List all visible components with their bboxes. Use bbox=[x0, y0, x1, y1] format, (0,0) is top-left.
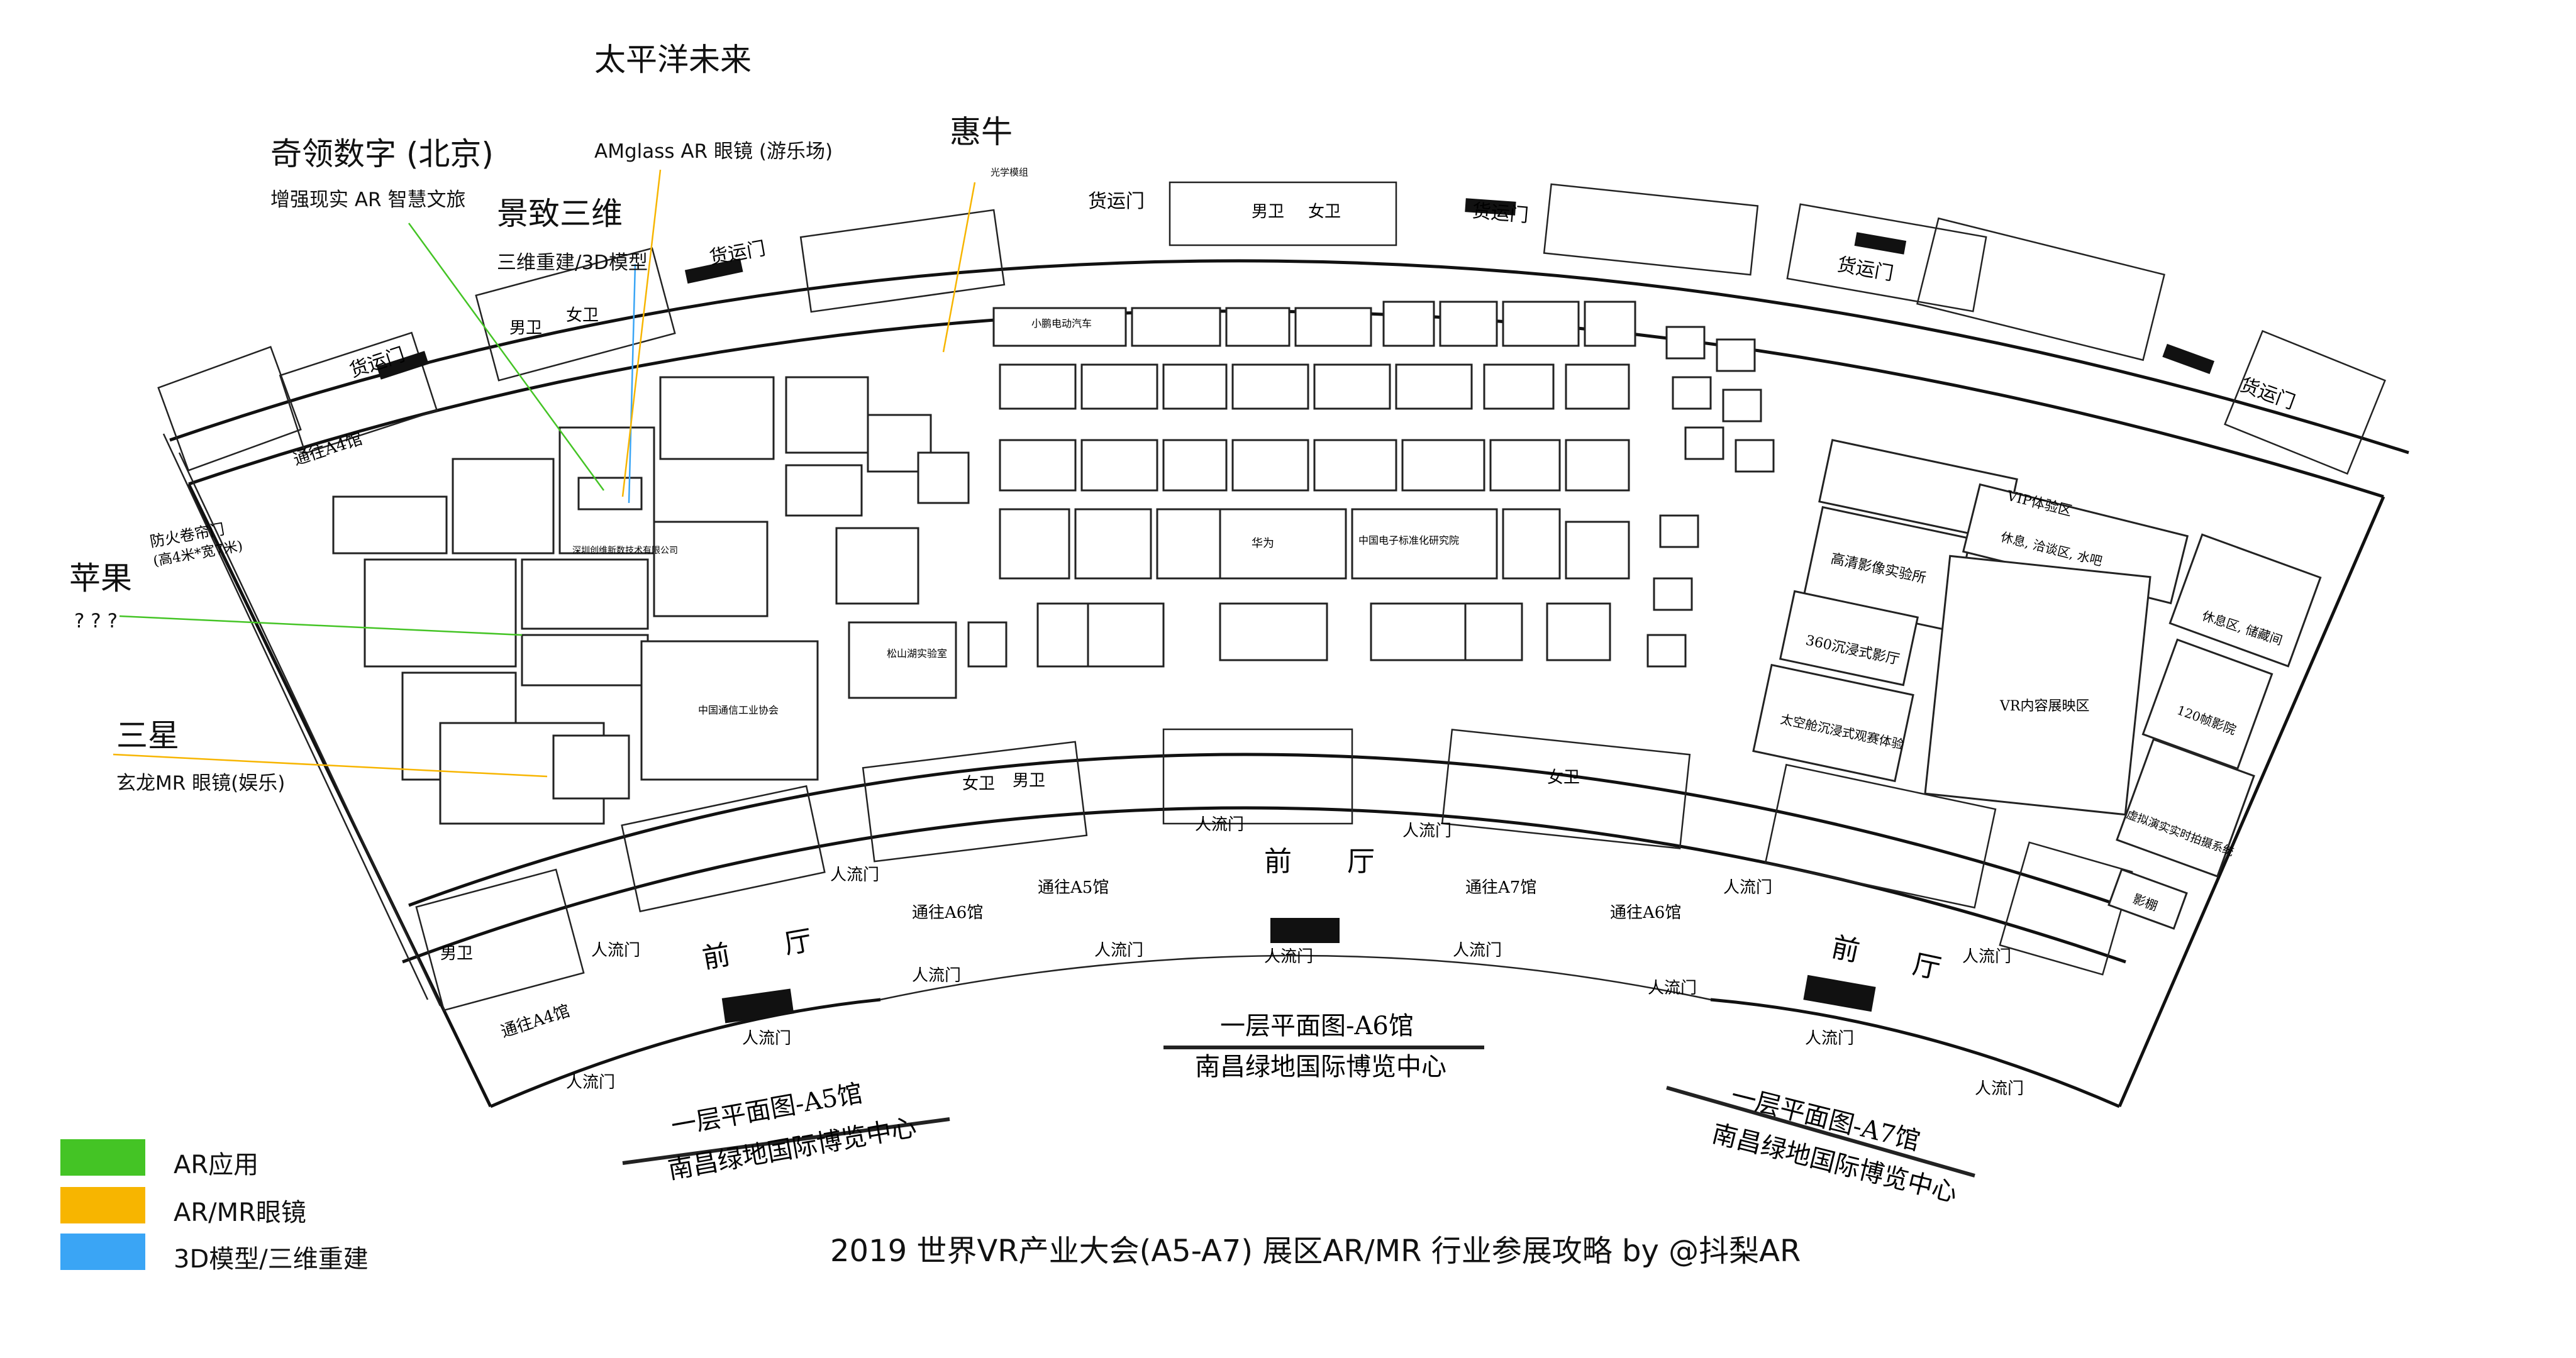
a7-zones bbox=[1646, 326, 2322, 930]
qiling-subtitle: 增强现实 AR 智慧文旅 bbox=[270, 189, 466, 211]
xpeng-label: 小鹏电动汽车 bbox=[1031, 317, 1092, 329]
men-wc-label: 男卫 bbox=[1252, 202, 1284, 221]
hall-titles: 一层平面图-A5馆 南昌绿地国际博览中心 一层平面图-A6馆 南昌绿地国际博览中… bbox=[666, 1012, 1960, 1208]
qiling-title: 奇领数字 (北京) bbox=[270, 136, 494, 172]
shenzhen-label: 深圳创维新数技术有限公司 bbox=[572, 546, 678, 556]
a6-title-line2: 南昌绿地国际博览中心 bbox=[1195, 1052, 1446, 1081]
entrance-label: 人流门 bbox=[1453, 941, 1502, 960]
front-hall-service-rooms bbox=[415, 728, 2133, 1024]
samsung-subtitle: 玄龙MR 眼镜(娱乐) bbox=[116, 772, 286, 795]
entrance-label: 人流门 bbox=[830, 866, 879, 885]
annotation-leaders bbox=[113, 169, 976, 778]
pacific-title: 太平洋未来 bbox=[594, 41, 752, 78]
entrance-label: 人流门 bbox=[1195, 815, 1244, 834]
apple-title: 苹果 bbox=[69, 560, 132, 597]
songshan-label: 松山湖实验室 bbox=[887, 648, 947, 660]
women-wc-label: 女卫 bbox=[962, 775, 995, 793]
cargo-door-label: 货运门 bbox=[1088, 190, 1145, 213]
legend-swatch-3d-model bbox=[60, 1234, 145, 1270]
front-hall-label: 前 厅 bbox=[1264, 846, 1375, 878]
huiniu-subtitle: 光学模组 bbox=[991, 167, 1029, 178]
a6-booths bbox=[967, 301, 1636, 668]
apple-subtitle: ? ? ? bbox=[74, 610, 118, 632]
china-info-label: 中国通信工业协会 bbox=[698, 704, 779, 716]
vr-content-label: VR内容展映区 bbox=[1999, 698, 2089, 714]
a6-title-line1: 一层平面图-A6馆 bbox=[1220, 1012, 1414, 1041]
entrance-label: 人流门 bbox=[1094, 941, 1143, 960]
women-wc-label: 女卫 bbox=[1308, 202, 1341, 221]
huawei-label: 华为 bbox=[1252, 537, 1274, 550]
to-a7-label: 通往A7馆 bbox=[1465, 878, 1536, 897]
entrance-label: 人流门 bbox=[566, 1073, 615, 1092]
men-wc-label: 男卫 bbox=[440, 944, 473, 963]
men-wc-label: 男卫 bbox=[1013, 771, 1045, 790]
women-wc-label: 女卫 bbox=[1547, 768, 1580, 787]
jingzhi-title: 景致三维 bbox=[497, 196, 623, 232]
cargo-door-label: 货运门 bbox=[708, 238, 767, 269]
women-wc-label: 女卫 bbox=[566, 306, 599, 325]
footer-title: 2019 世界VR产业大会(A5-A7) 展区AR/MR 行业参展攻略 by @… bbox=[830, 1234, 1801, 1269]
legend-swatch-ar-mr-glasses bbox=[60, 1187, 145, 1223]
to-a6-label: 通往A6馆 bbox=[912, 903, 983, 922]
to-a6-label: 通往A6馆 bbox=[1610, 903, 1681, 922]
entrance-label: 人流门 bbox=[1723, 878, 1772, 897]
legend-label-ar-mr-glasses: AR/MR眼镜 bbox=[174, 1198, 306, 1227]
a5-booths bbox=[332, 376, 970, 825]
entrance-label: 人流门 bbox=[1264, 947, 1313, 966]
hall-title-rules bbox=[622, 1046, 1975, 1178]
huiniu-title: 惠牛 bbox=[950, 114, 1013, 150]
cargo-door-label: 货运门 bbox=[1471, 200, 1530, 227]
upper-service-rooms bbox=[157, 181, 2386, 475]
entrance-label: 人流门 bbox=[591, 941, 640, 960]
entrance-label: 人流门 bbox=[1402, 822, 1452, 841]
entrance-label: 人流门 bbox=[742, 1029, 791, 1048]
legend-label-ar-app: AR应用 bbox=[174, 1151, 259, 1179]
entrance-label: 人流门 bbox=[1648, 979, 1697, 998]
legend-swatch-ar-app bbox=[60, 1139, 145, 1176]
cargo-door-label: 货运门 bbox=[2237, 374, 2298, 414]
front-hall-label: 前 厅 bbox=[700, 924, 814, 975]
jingzhi-subtitle: 三维重建/3D模型 bbox=[497, 251, 648, 274]
china-elec-label: 中国电子标准化研究院 bbox=[1358, 534, 1459, 546]
to-a4-label: 通往A4馆 bbox=[499, 1002, 572, 1042]
samsung-title: 三星 bbox=[116, 717, 179, 754]
men-wc-label: 男卫 bbox=[509, 319, 542, 338]
hall-outer-walls bbox=[162, 259, 2409, 1108]
entrance-label: 人流门 bbox=[1805, 1029, 1854, 1048]
entrance-label: 人流门 bbox=[1975, 1079, 2024, 1098]
to-a4-label: 通往A4馆 bbox=[291, 429, 365, 470]
cargo-door-label: 货运门 bbox=[1836, 253, 1896, 285]
front-hall-label: 前 厅 bbox=[1829, 931, 1944, 985]
entrance-label: 人流门 bbox=[912, 966, 961, 985]
legend-label-3d-model: 3D模型/三维重建 bbox=[174, 1245, 369, 1274]
to-a5-label: 通往A5馆 bbox=[1038, 878, 1109, 897]
pacific-subtitle: AMglass AR 眼镜 (游乐场) bbox=[594, 140, 833, 163]
entrance-label: 人流门 bbox=[1962, 947, 2011, 966]
